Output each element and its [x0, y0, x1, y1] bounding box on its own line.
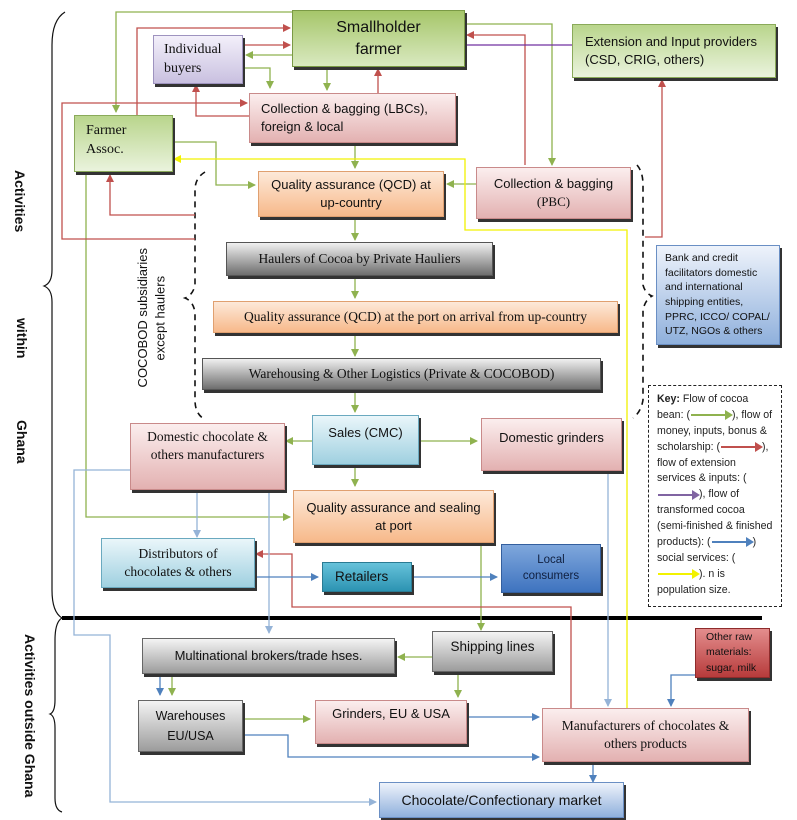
node-sales-cmc[interactable]: Sales (CMC)	[312, 415, 419, 465]
node-domestic-grinders[interactable]: Domestic grinders	[481, 418, 622, 471]
node-shipping-lines[interactable]: Shipping lines	[432, 631, 553, 672]
pbc-line1: Collection & bagging	[493, 176, 614, 192]
label-within: within	[14, 318, 30, 359]
pbc-line2: (PBC)	[536, 194, 571, 209]
key-red-arrow-icon	[721, 441, 764, 452]
key-title: Key:	[657, 393, 680, 405]
key-money-label: flow of money, inputs, bonus & scholarsh…	[657, 408, 773, 453]
key-social-label: social services:	[657, 551, 729, 564]
key-purple-arrow-icon	[658, 489, 700, 500]
key-blue-arrow-icon	[711, 537, 754, 548]
brace-within-ghana	[42, 11, 66, 619]
node-multinational-brokers[interactable]: Multinational brokers/trade hses.	[142, 638, 395, 674]
label-activities: Activities	[12, 170, 28, 233]
key-yellow-arrow-icon	[658, 569, 700, 579]
label-activities-outside-ghana: Activities outside Ghana	[22, 634, 38, 798]
cocobod-dashed-brace	[182, 164, 654, 421]
social-services-flows	[173, 155, 628, 708]
node-quality-assurance-sealing[interactable]: Quality assurance and sealing at port	[293, 490, 494, 543]
node-quality-assurance-port-arrival[interactable]: Quality assurance (QCD) at the port on a…	[213, 301, 618, 333]
key-cocoa-bean-label: Flow of cocoa bean:	[657, 393, 749, 421]
node-distributors[interactable]: Distributors of chocolates & others	[101, 538, 255, 588]
node-confectionary-market[interactable]: Chocolate/Confectionary market	[379, 782, 624, 818]
node-smallholder-farmer[interactable]: Smallholder farmer	[292, 10, 465, 67]
node-collection-bagging-lbcs[interactable]: Collection & bagging (LBCs), foreign & l…	[249, 93, 456, 143]
node-warehousing-logistics[interactable]: Warehousing & Other Logistics (Private &…	[202, 358, 601, 390]
node-quality-assurance-upcountry[interactable]: Quality assurance (QCD) at up-country	[258, 171, 444, 217]
money-flows	[61, 24, 666, 708]
cocobod-note-line1: COCOBOD subsidiaries	[135, 248, 150, 388]
transformed-cocoa-flows-dark	[156, 573, 695, 783]
cocobod-note-line2: except haulers	[152, 275, 168, 360]
node-extension-input-providers[interactable]: Extension and Input providers (CSD, CRIG…	[572, 24, 776, 78]
key-transformed-label: flow of transformed cocoa (semi-finished…	[657, 488, 773, 549]
node-grinders-eu-usa[interactable]: Grinders, EU & USA	[315, 700, 467, 744]
node-domestic-chocolate-manufacturers[interactable]: Domestic chocolate & others manufacturer…	[130, 423, 285, 490]
key-population-note: n is population size.	[657, 567, 731, 596]
brace-outside-ghana	[48, 617, 63, 813]
key-green-arrow-icon	[691, 410, 733, 421]
node-farmer-assoc[interactable]: Farmer Assoc.	[74, 115, 173, 172]
cocoa-bean-flows	[85, 11, 556, 723]
label-ghana: Ghana	[14, 420, 30, 464]
cocobod-note: COCOBOD subsidiaries except haulers	[134, 248, 169, 387]
legend-key: Key: Flow of cocoa bean: (), flow of mon…	[648, 385, 782, 607]
node-collection-bagging-pbc[interactable]: Collection & bagging (PBC)	[476, 167, 631, 219]
key-extension-label: flow of extension services & inputs:	[657, 456, 741, 485]
node-warehouses-eu-usa[interactable]: Warehouses EU/USA	[138, 700, 243, 752]
transformed-cocoa-flows	[73, 469, 612, 806]
node-manufacturers-chocolate-products[interactable]: Manufacturers of chocolates & others pro…	[542, 708, 749, 762]
node-haulers[interactable]: Haulers of Cocoa by Private Hauliers	[226, 242, 493, 276]
node-individual-buyers[interactable]: Individual buyers	[153, 35, 243, 84]
node-bank-credit-facilitators[interactable]: Bank and credit facilitators domestic an…	[656, 245, 780, 345]
node-local-consumers[interactable]: Local consumers	[501, 544, 601, 593]
node-other-raw-materials[interactable]: Other raw materials: sugar, milk	[695, 628, 770, 678]
node-retailers[interactable]: Retailers	[322, 562, 412, 592]
